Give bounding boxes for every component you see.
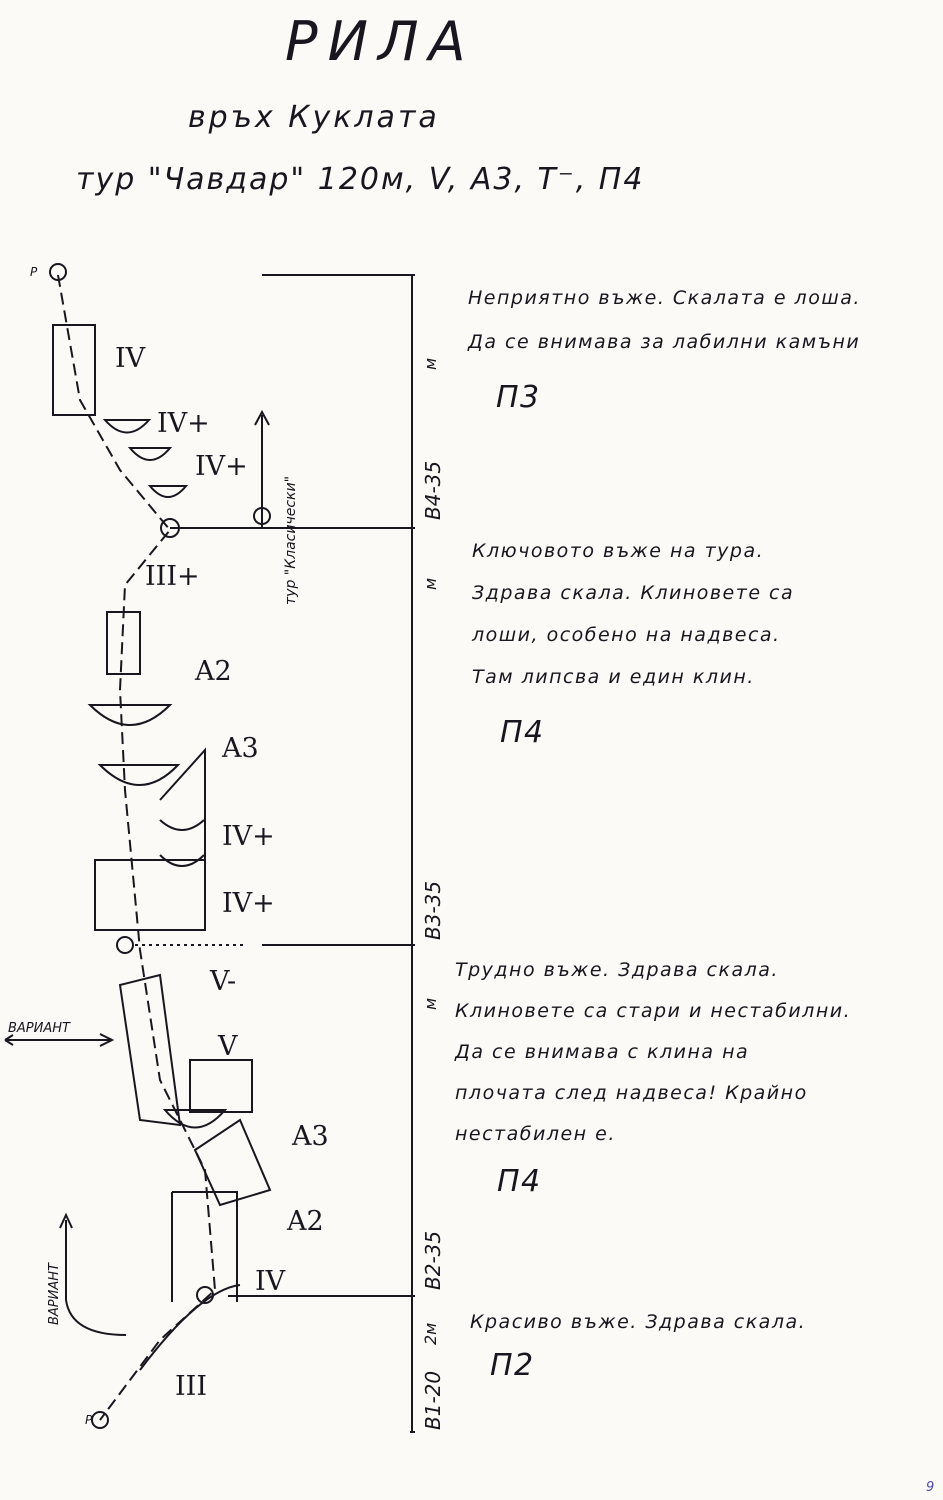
note-line: лоши, особено на надвеса.: [472, 624, 781, 646]
note-line: Трудно въже. Здрава скала.: [455, 959, 779, 981]
grade-label: A2: [286, 1206, 324, 1237]
grade-label: IV+: [222, 821, 275, 852]
classic-route-label: тур "Класически": [283, 476, 299, 605]
note-line: плочата след надвеса! Крайно: [455, 1082, 808, 1104]
note-line: Клиновете са стари и нестабилни.: [455, 1000, 852, 1022]
pitch-rating: П4: [500, 715, 545, 750]
variant-label: ВАРИАНТ: [47, 1262, 62, 1325]
scale-unit: м: [421, 998, 440, 1010]
grade-label: V: [217, 1031, 238, 1062]
note-line: Да се внимава за лабилни камъни: [468, 331, 861, 353]
belay-label: P: [85, 1413, 93, 1427]
route-summary: тур "Чавдар" 120м, V, A3, T⁻, П4: [76, 162, 645, 197]
peak-name: връх Куклата: [188, 100, 440, 135]
scale-bar: [228, 274, 415, 1433]
grade-label: A3: [291, 1121, 329, 1152]
grade-label: IV: [115, 343, 146, 374]
route-line: [57, 274, 217, 1421]
grade-label: III: [175, 1371, 207, 1402]
pitch-2-notes: Трудно въже. Здрава скала. Клиновете са …: [455, 950, 851, 1202]
scale-unit: м: [421, 358, 440, 370]
scale-label: В3-35: [421, 881, 445, 940]
grade-label: IV: [255, 1266, 286, 1297]
variant-arrow-left: [4, 1033, 115, 1047]
note-line: Да се внимава с клина на: [455, 1041, 750, 1063]
scale-unit: м: [421, 578, 440, 590]
pitch-rating: П2: [490, 1348, 535, 1383]
note-line: Там липсва и един клин.: [472, 666, 755, 688]
note-line: Красиво въже. Здрава скала.: [470, 1311, 807, 1333]
scale-unit: 2м: [421, 1323, 440, 1345]
grade-label: III+: [145, 561, 200, 592]
grade-label: A3: [221, 733, 259, 764]
note-line: Здрава скала. Клиновете са: [472, 582, 795, 604]
belay-label: P: [30, 265, 38, 279]
pitch-3-notes: Ключовото въже на тура. Здрава скала. Кл…: [472, 530, 794, 754]
scale-label: В2-35: [421, 1231, 445, 1290]
note-line: нестабилен е.: [455, 1123, 616, 1145]
pitch-rating: П3: [496, 380, 541, 415]
page-title: РИЛА: [285, 10, 476, 73]
grade-label: IV+: [195, 451, 248, 482]
note-line: Ключовото въже на тура.: [472, 540, 765, 562]
pitch-4-notes: Неприятно въже. Скалата е лоша. Да се вн…: [468, 276, 861, 420]
variant-label: ВАРИАНТ: [8, 1021, 71, 1036]
rock-features: [52, 324, 272, 1371]
grade-label: IV+: [222, 888, 275, 919]
grade-label: IV+: [157, 408, 210, 439]
grade-label: A2: [194, 656, 232, 687]
page-number: 9: [926, 1480, 935, 1495]
pitch-1-notes: Красиво въже. Здрава скала. П2: [470, 1300, 806, 1388]
note-line: Неприятно въже. Скалата е лоша.: [468, 287, 861, 309]
scale-label: В1-20: [421, 1371, 445, 1430]
scale-label: В4-35: [421, 461, 445, 520]
belay-stations: [49, 263, 271, 1429]
pitch-rating: П4: [497, 1164, 542, 1199]
grade-label: V-: [209, 966, 236, 997]
classic-route-arrow: [170, 409, 270, 529]
variant-arrow-bottom: [59, 1212, 127, 1336]
